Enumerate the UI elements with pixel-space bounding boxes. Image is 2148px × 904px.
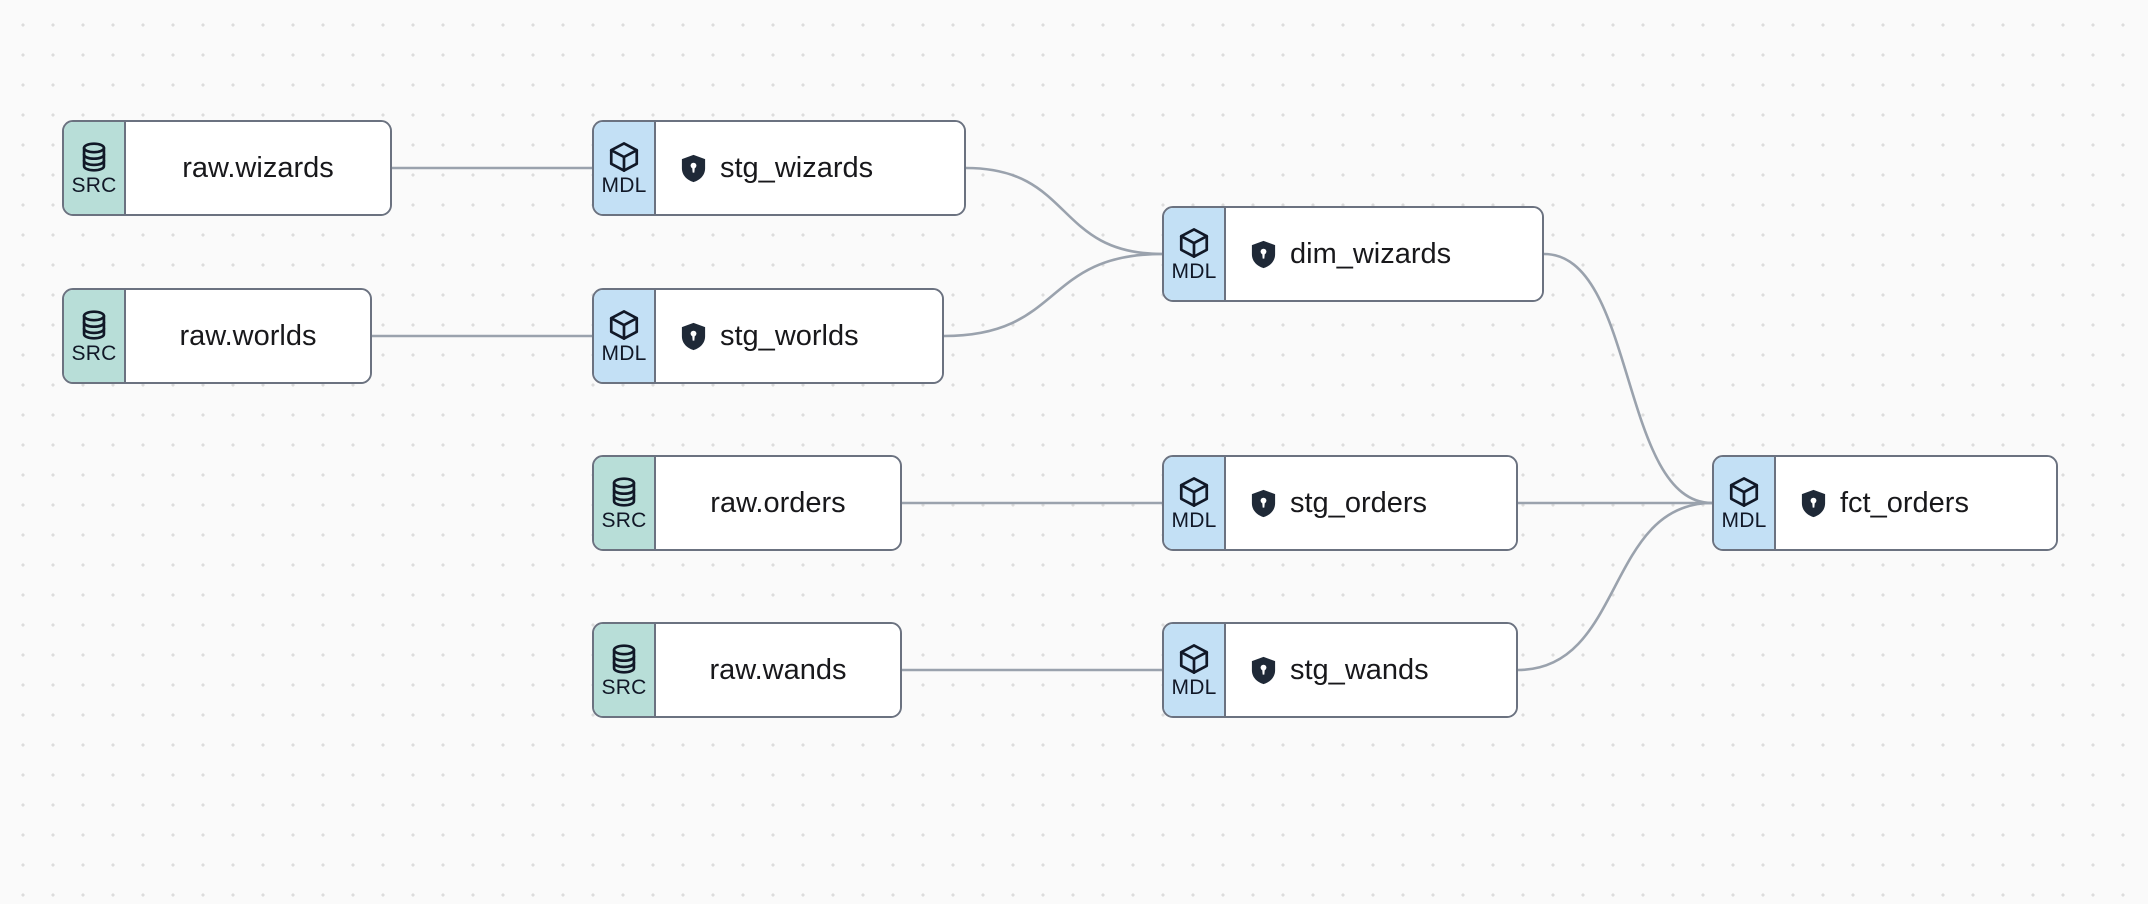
node-label: raw.wands [709, 653, 847, 686]
database-icon [77, 308, 111, 342]
node-body-raw_orders: raw.orders [656, 457, 900, 549]
node-raw_worlds[interactable]: SRC raw.worlds [62, 288, 372, 384]
node-stg_orders[interactable]: MDL stg_orders [1162, 455, 1518, 551]
node-badge-stg_wizards: MDL [594, 122, 656, 214]
badge-label: SRC [71, 342, 117, 365]
node-body-raw_worlds: raw.worlds [126, 290, 370, 382]
shield-lock-icon [1250, 489, 1277, 518]
node-body-stg_wizards: stg_wizards [656, 122, 964, 214]
node-badge-raw_worlds: SRC [64, 290, 126, 382]
node-label: stg_wizards [720, 151, 874, 184]
node-stg_wands[interactable]: MDL stg_wands [1162, 622, 1518, 718]
node-label: stg_wands [1290, 653, 1429, 686]
node-label: raw.wizards [182, 151, 334, 184]
node-badge-stg_worlds: MDL [594, 290, 656, 382]
node-dim_wizards[interactable]: MDL dim_wizards [1162, 206, 1544, 302]
database-icon [607, 642, 641, 676]
shield-lock-icon [1250, 656, 1277, 685]
badge-label: SRC [601, 676, 647, 699]
shield-lock-icon [680, 322, 707, 351]
database-icon [607, 475, 641, 509]
shield-lock-icon [1800, 489, 1827, 518]
badge-label: SRC [601, 509, 647, 532]
edge-dim_wizards-to-fct_orders [1542, 252, 1714, 505]
node-body-stg_orders: stg_orders [1226, 457, 1516, 549]
node-label: stg_orders [1290, 486, 1428, 519]
node-body-stg_wands: stg_wands [1226, 624, 1516, 716]
badge-label: MDL [1171, 260, 1217, 283]
node-body-fct_orders: fct_orders [1776, 457, 2056, 549]
node-body-stg_worlds: stg_worlds [656, 290, 942, 382]
node-badge-fct_orders: MDL [1714, 457, 1776, 549]
node-badge-raw_wands: SRC [594, 624, 656, 716]
shield-lock-icon [680, 154, 707, 183]
node-badge-raw_wizards: SRC [64, 122, 126, 214]
node-body-raw_wizards: raw.wizards [126, 122, 390, 214]
node-label: stg_worlds [720, 319, 859, 352]
badge-label: MDL [1171, 676, 1217, 699]
node-label: dim_wizards [1290, 237, 1452, 270]
badge-label: MDL [1721, 509, 1767, 532]
node-raw_wands[interactable]: SRC raw.wands [592, 622, 902, 718]
cube-icon [607, 140, 641, 174]
database-icon [77, 140, 111, 174]
cube-icon [607, 308, 641, 342]
cube-icon [1177, 226, 1211, 260]
node-raw_wizards[interactable]: SRC raw.wizards [62, 120, 392, 216]
badge-label: MDL [1171, 509, 1217, 532]
badge-label: MDL [601, 342, 647, 365]
node-label: raw.orders [710, 486, 846, 519]
edge-stg_wizards-to-dim_wizards [964, 166, 1164, 256]
badge-label: MDL [601, 174, 647, 197]
node-stg_wizards[interactable]: MDL stg_wizards [592, 120, 966, 216]
node-label: fct_orders [1840, 486, 1969, 519]
cube-icon [1177, 475, 1211, 509]
node-stg_worlds[interactable]: MDL stg_worlds [592, 288, 944, 384]
cube-icon [1727, 475, 1761, 509]
node-badge-dim_wizards: MDL [1164, 208, 1226, 300]
edge-stg_worlds-to-dim_wizards [942, 252, 1164, 338]
cube-icon [1177, 642, 1211, 676]
node-body-dim_wizards: dim_wizards [1226, 208, 1542, 300]
node-badge-stg_orders: MDL [1164, 457, 1226, 549]
shield-lock-icon [1250, 240, 1277, 269]
node-fct_orders[interactable]: MDL fct_orders [1712, 455, 2058, 551]
node-label: raw.worlds [179, 319, 317, 352]
edge-stg_wands-to-fct_orders [1516, 501, 1714, 672]
badge-label: SRC [71, 174, 117, 197]
node-raw_orders[interactable]: SRC raw.orders [592, 455, 902, 551]
node-body-raw_wands: raw.wands [656, 624, 900, 716]
node-badge-raw_orders: SRC [594, 457, 656, 549]
node-badge-stg_wands: MDL [1164, 624, 1226, 716]
